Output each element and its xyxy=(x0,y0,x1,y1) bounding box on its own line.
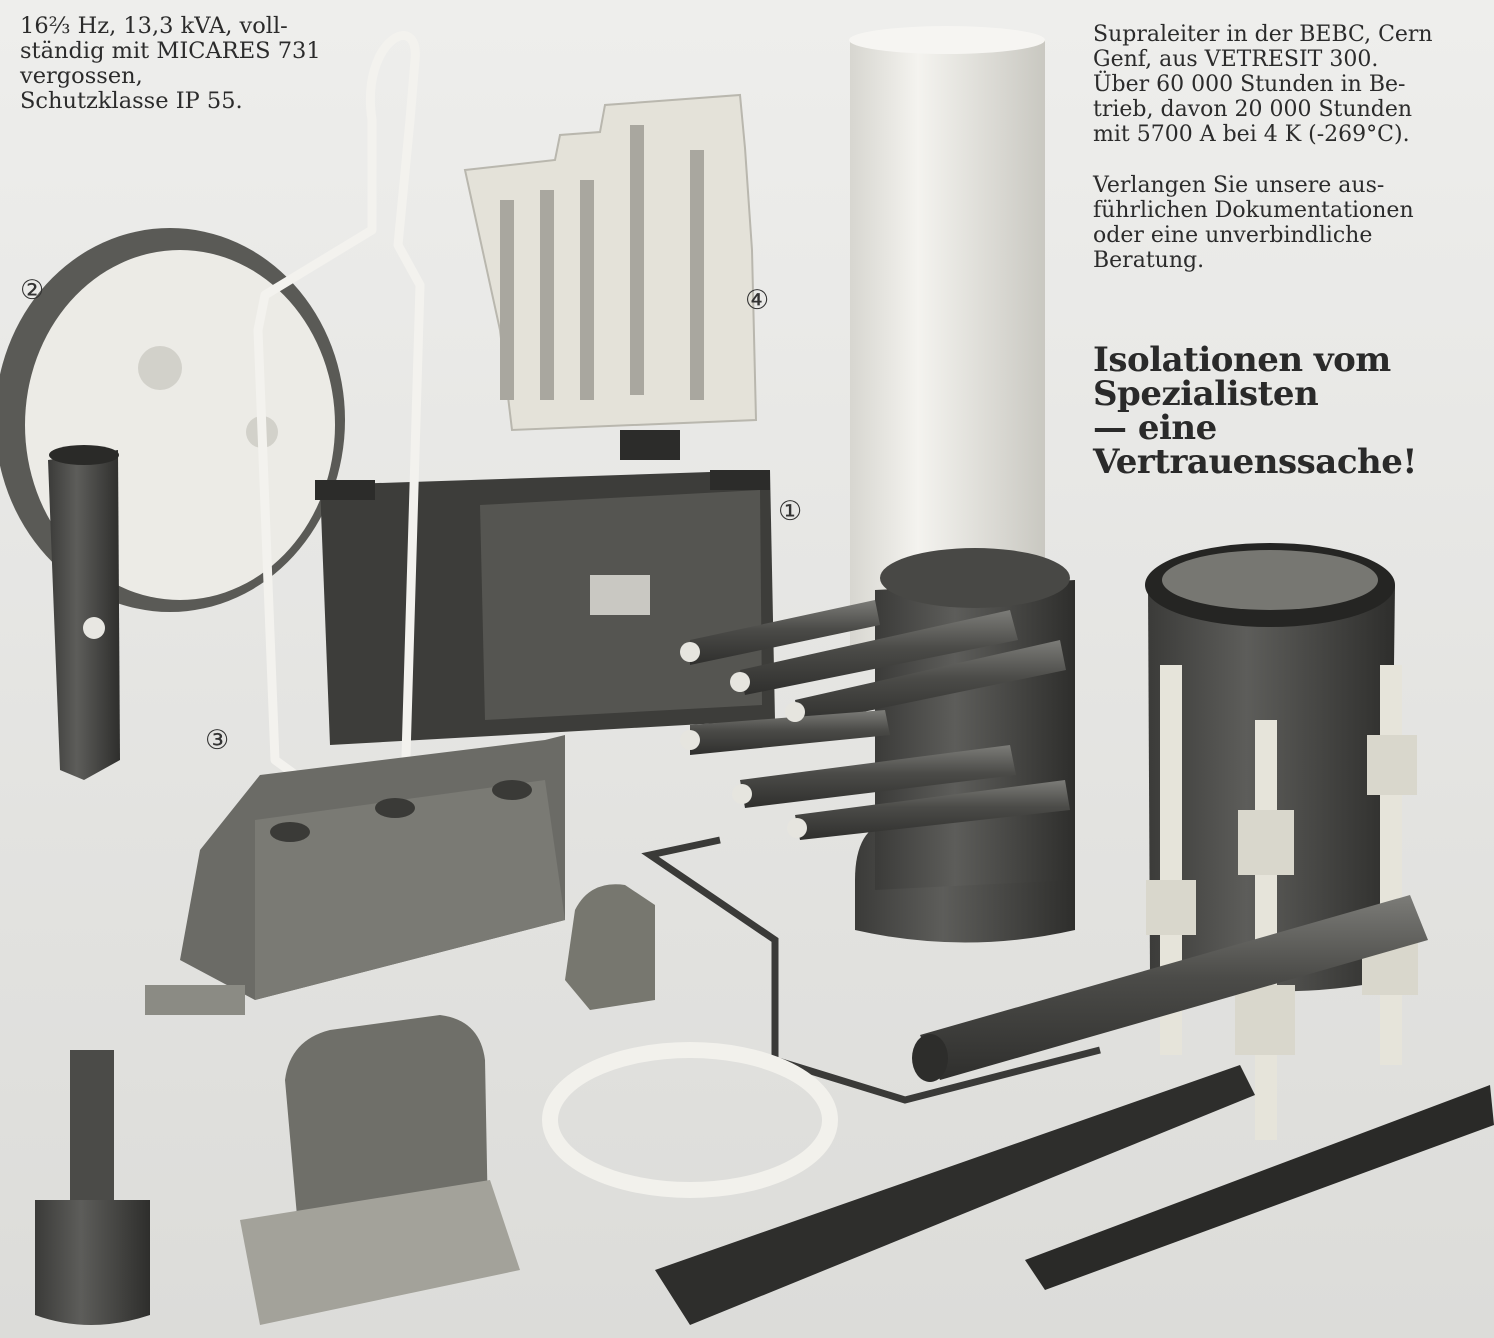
white-ring xyxy=(542,1042,838,1198)
headline-line: Vertrauenssache! xyxy=(1093,442,1417,482)
small-cap xyxy=(565,884,655,1010)
triple-cast-block xyxy=(145,735,565,1015)
caption-line: Schutzklasse IP 55. xyxy=(20,88,243,114)
top-right-caption: Supraleiter in der BEBC, Cern Genf, aus … xyxy=(1093,22,1488,273)
caption-line: vergossen, xyxy=(20,63,143,89)
hollow-rod xyxy=(920,895,1428,1080)
bent-rod xyxy=(641,836,1101,1104)
marker-4: ④ xyxy=(745,285,770,316)
caption-line: Verlangen Sie unsere aus- xyxy=(1093,173,1385,198)
threaded-rods xyxy=(1146,665,1418,1140)
caption-line: führlichen Dokumentationen xyxy=(1093,198,1414,223)
marker-1: ① xyxy=(778,496,803,527)
top-left-caption: 16⅔ Hz, 13,3 kVA, voll- ständig mit MICA… xyxy=(20,14,350,114)
caption-line: ständig mit MICARES 731 xyxy=(20,38,321,64)
caption-line: 16⅔ Hz, 13,3 kVA, voll- xyxy=(20,13,288,39)
caption-line: mit 5700 A bei 4 K (-269°C). xyxy=(1093,122,1410,147)
headline-line: — eine xyxy=(1093,408,1217,448)
caption-paragraph-2: Verlangen Sie unsere aus- führlichen Dok… xyxy=(1093,173,1488,273)
current-transformer xyxy=(240,1015,520,1325)
headline-line: Isolationen vom xyxy=(1093,340,1391,380)
angle-profile-large xyxy=(655,1065,1255,1325)
angle-profile-small xyxy=(1025,1085,1494,1290)
sleeve-tube xyxy=(48,445,120,780)
headline: Isolationen vom Spezialisten — eine Vert… xyxy=(1093,343,1488,479)
caption-line: Genf, aus VETRESIT 300. xyxy=(1093,47,1379,72)
headline-line: Spezialisten xyxy=(1093,374,1319,414)
caption-line: Beratung. xyxy=(1093,248,1205,273)
slotted-plate xyxy=(463,93,758,432)
caption-line: trieb, davon 20 000 Stunden xyxy=(1093,97,1413,122)
caption-line: Über 60 000 Stunden in Be- xyxy=(1093,72,1406,97)
marker-2: ② xyxy=(20,275,45,306)
caption-paragraph-1: Supraleiter in der BEBC, Cern Genf, aus … xyxy=(1093,22,1488,147)
bushing-assembly xyxy=(680,548,1075,943)
marker-3: ③ xyxy=(205,725,230,756)
post-insulator xyxy=(35,1050,150,1325)
caption-line: Supraleiter in der BEBC, Cern xyxy=(1093,22,1433,47)
caption-line: oder eine unverbindliche xyxy=(1093,223,1373,248)
